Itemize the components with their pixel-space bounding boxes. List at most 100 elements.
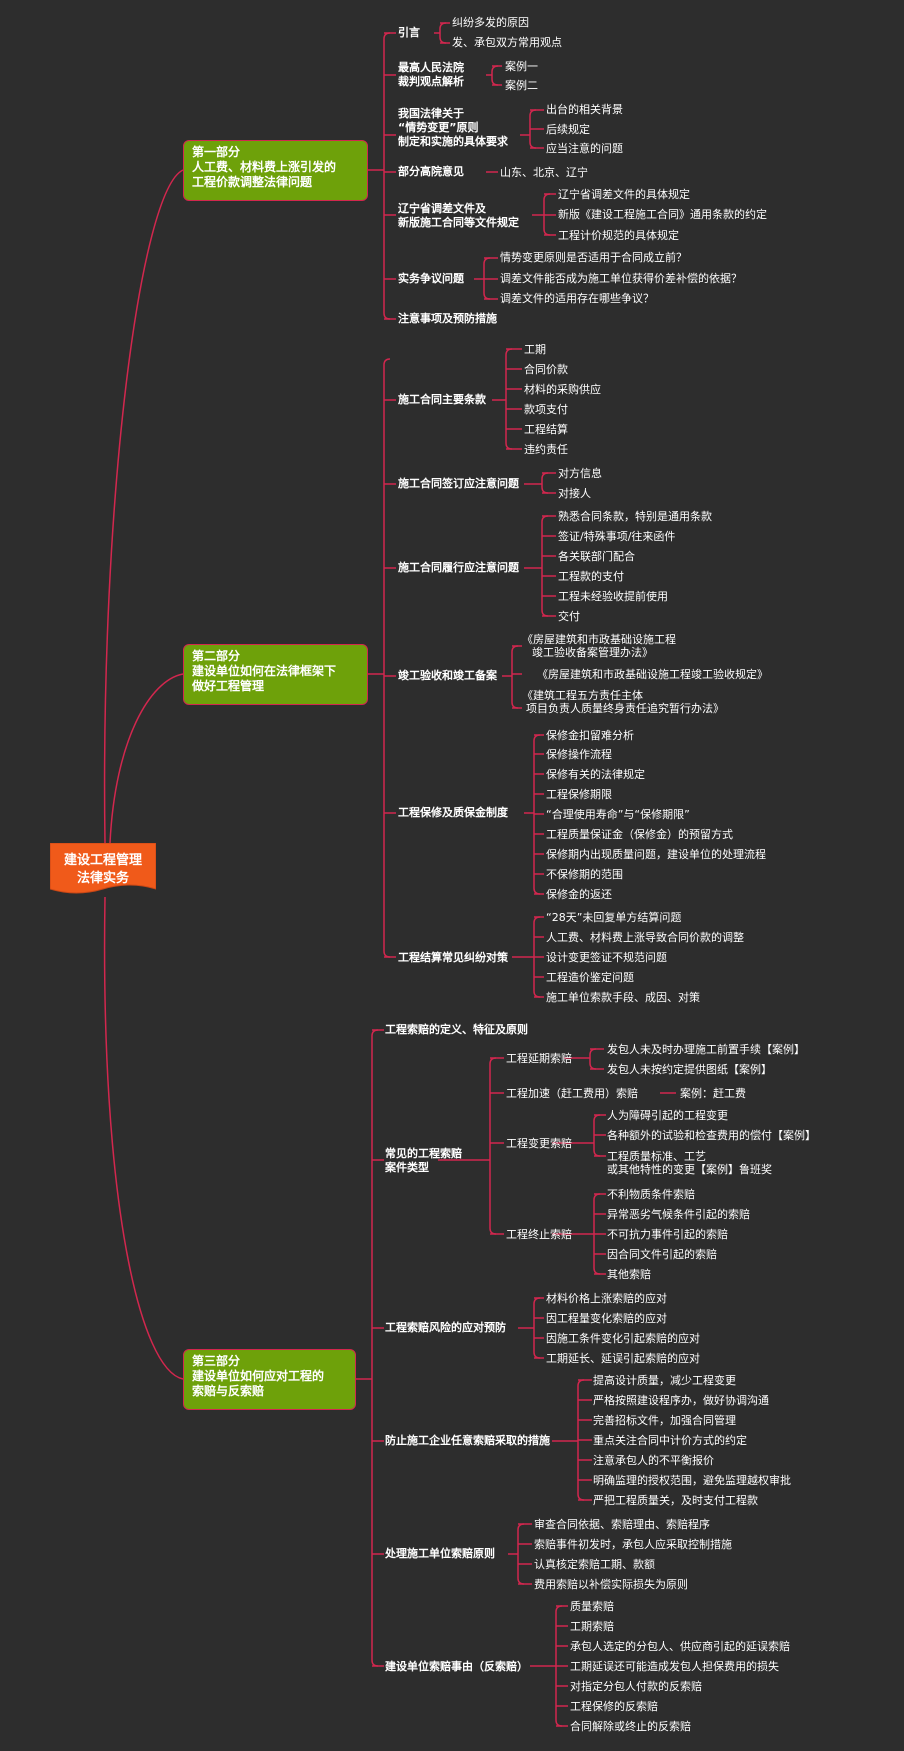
p3-t6-item[interactable]: 承包人选定的分包人、供应商引起的延误索赔 — [570, 1640, 790, 1653]
p3-sub-delay[interactable]: 工程延期索赔 — [506, 1052, 572, 1065]
p3-t4-item[interactable]: 明确监理的授权范围，避免监理越权审批 — [593, 1474, 791, 1487]
p3-t6-item[interactable]: 对指定分包人付款的反索赔 — [570, 1680, 702, 1693]
p2-t1-item[interactable]: 违约责任 — [524, 443, 568, 456]
p3-topic-prevent-arbitrary[interactable]: 防止施工企业任意索赔采取的措施 — [385, 1434, 550, 1447]
p3-t6-item[interactable]: 工程保修的反索赔 — [570, 1700, 658, 1713]
p3-sub-termination-item[interactable]: 不可抗力事件引起的索赔 — [607, 1228, 728, 1241]
p3-t3-item[interactable]: 工期延长、延误引起索赔的应对 — [546, 1352, 700, 1365]
p2-topic-completion[interactable]: 竣工验收和竣工备案 — [398, 669, 497, 682]
p2-t5-item[interactable]: 不保修期的范围 — [546, 868, 623, 881]
p1-t6-item[interactable]: 调差文件能否成为施工单位获得价差补偿的依据？ — [500, 272, 742, 285]
p3-sub-change-item[interactable]: 工程质量标准、工艺 或其他特性的变更【案例】鲁班奖 — [607, 1150, 772, 1176]
p2-t6-item[interactable]: 人工费、材料费上涨导致合同价款的调整 — [546, 931, 744, 944]
p3-sub-delay-item[interactable]: 发包人未按约定提供图纸【案例】 — [607, 1063, 772, 1076]
p1-topic-supreme-court[interactable]: 最高人民法院 裁判观点解析 — [398, 61, 464, 89]
p2-t1-item[interactable]: 款项支付 — [524, 403, 568, 416]
p2-t6-item[interactable]: 施工单位索款手段、成因、对策 — [546, 991, 700, 1004]
p3-sub-acceleration[interactable]: 工程加速（赶工费用）索赔 — [506, 1087, 638, 1100]
p2-t1-item[interactable]: 工程结算 — [524, 423, 568, 436]
p2-t3-item[interactable]: 各关联部门配合 — [558, 550, 635, 563]
p3-t4-item[interactable]: 严把工程质量关，及时支付工程款 — [593, 1494, 758, 1507]
p3-sub-change-item[interactable]: 各种额外的试验和检查费用的偿付【案例】 — [607, 1129, 816, 1142]
p3-sub-change-item[interactable]: 人为障碍引起的工程变更 — [607, 1109, 728, 1122]
p2-t5-item[interactable]: 保修金扣留难分析 — [546, 729, 634, 742]
p2-t5-item[interactable]: 保修金的返还 — [546, 888, 612, 901]
p1-topic-precautions[interactable]: 注意事项及预防措施 — [398, 312, 497, 325]
p2-t4-item[interactable]: 《房屋建筑和市政基础设施工程竣工验收规定》 — [537, 668, 768, 681]
p3-t4-item[interactable]: 重点关注合同中计价方式的约定 — [593, 1434, 747, 1447]
p3-t3-item[interactable]: 因工程量变化索赔的应对 — [546, 1312, 667, 1325]
p3-sub-termination-item[interactable]: 其他索赔 — [607, 1268, 651, 1281]
p1-t6-item[interactable]: 调差文件的适用存在哪些争议？ — [500, 292, 654, 305]
p3-sub-acceleration-item[interactable]: 案例：赶工费 — [680, 1087, 746, 1100]
p3-t4-item[interactable]: 完善招标文件，加强合同管理 — [593, 1414, 736, 1427]
p1-t1-item[interactable]: 纠纷多发的原因 — [452, 16, 529, 29]
p3-sub-termination-item[interactable]: 异常恶劣气候条件引起的索赔 — [607, 1208, 750, 1221]
p1-t3-item[interactable]: 出台的相关背景 — [546, 103, 623, 116]
p2-topic-settlement[interactable]: 工程结算常见纠纷对策 — [398, 951, 508, 964]
p3-t5-item[interactable]: 索赔事件初发时，承包人应采取控制措施 — [534, 1538, 732, 1551]
p1-t6-item[interactable]: 情势变更原则是否适用于合同成立前？ — [500, 251, 687, 264]
p2-t3-item[interactable]: 交付 — [558, 610, 580, 623]
part-3-node[interactable]: 第三部分 建设单位如何应对工程的 索赔与反索赔 — [183, 1349, 356, 1410]
p2-t1-item[interactable]: 工期 — [524, 343, 546, 356]
root-node[interactable]: 建设工程管理 法律实务 — [50, 843, 156, 897]
p2-topic-warranty[interactable]: 工程保修及质保金制度 — [398, 806, 508, 819]
p3-topic-claim-types[interactable]: 常见的工程索赔 案件类型 — [385, 1147, 462, 1175]
p2-t5-item[interactable]: 工程质量保证金（保修金）的预留方式 — [546, 828, 733, 841]
part-1-node[interactable]: 第一部分 人工费、材料费上涨引发的 工程价款调整法律问题 — [183, 140, 368, 201]
p1-topic-intro[interactable]: 引言 — [398, 26, 420, 39]
p1-t4-item[interactable]: 山东、北京、辽宁 — [500, 166, 588, 179]
p3-t5-item[interactable]: 审查合同依据、索赔理由、索赔程序 — [534, 1518, 710, 1531]
p3-sub-termination-item[interactable]: 因合同文件引起的索赔 — [607, 1248, 717, 1261]
p2-topic-signing[interactable]: 施工合同签订应注意问题 — [398, 477, 519, 490]
p1-t5-item[interactable]: 工程计价规范的具体规定 — [558, 229, 679, 242]
p1-topic-high-courts[interactable]: 部分高院意见 — [398, 165, 464, 178]
p2-t4-item[interactable]: 《建筑工程五方责任主体 项目负责人质量终身责任追究暂行办法》 — [522, 689, 724, 715]
p2-t2-item[interactable]: 对接人 — [558, 487, 591, 500]
p2-t3-item[interactable]: 签证/特殊事项/往来函件 — [558, 530, 676, 543]
p1-topic-liaoning-docs[interactable]: 辽宁省调差文件及 新版施工合同等文件规定 — [398, 202, 519, 230]
p3-t6-item[interactable]: 工期延误还可能造成发包人担保费用的损失 — [570, 1660, 779, 1673]
p3-t6-item[interactable]: 工期索赔 — [570, 1620, 614, 1633]
p2-t4-item[interactable]: 《房屋建筑和市政基础设施工程 竣工验收备案管理办法》 — [522, 633, 676, 659]
p3-sub-termination-item[interactable]: 不利物质条件索赔 — [607, 1188, 695, 1201]
p1-t3-item[interactable]: 应当注意的问题 — [546, 142, 623, 155]
p2-t5-item[interactable]: 工程保修期限 — [546, 788, 612, 801]
p1-t2-item[interactable]: 案例一 — [505, 60, 538, 73]
p2-t5-item[interactable]: 保修操作流程 — [546, 748, 612, 761]
p2-t3-item[interactable]: 工程款的支付 — [558, 570, 624, 583]
p2-topic-main-terms[interactable]: 施工合同主要条款 — [398, 393, 486, 406]
p3-t3-item[interactable]: 材料价格上涨索赔的应对 — [546, 1292, 667, 1305]
p2-t6-item[interactable]: 工程造价鉴定问题 — [546, 971, 634, 984]
p2-t3-item[interactable]: 熟悉合同条款，特别是通用条款 — [558, 510, 712, 523]
p3-topic-risk-prevention[interactable]: 工程索赔风险的应对预防 — [385, 1321, 506, 1334]
p2-t1-item[interactable]: 合同价款 — [524, 363, 568, 376]
p3-t3-item[interactable]: 因施工条件变化引起索赔的应对 — [546, 1332, 700, 1345]
p3-t6-item[interactable]: 质量索赔 — [570, 1600, 614, 1613]
p2-t1-item[interactable]: 材料的采购供应 — [524, 383, 601, 396]
p3-topic-definition[interactable]: 工程索赔的定义、特征及原则 — [385, 1023, 528, 1036]
p2-t6-item[interactable]: “28天”未回复单方结算问题 — [546, 911, 682, 924]
p2-t5-item[interactable]: “合理使用寿命”与“保修期限” — [546, 808, 690, 821]
p3-t5-item[interactable]: 认真核定索赔工期、款额 — [534, 1558, 655, 1571]
p2-t5-item[interactable]: 保修期内出现质量问题，建设单位的处理流程 — [546, 848, 766, 861]
p3-sub-delay-item[interactable]: 发包人未及时办理施工前置手续【案例】 — [607, 1043, 805, 1056]
p3-t5-item[interactable]: 费用索赔以补偿实际损失为原则 — [534, 1578, 688, 1591]
p3-topic-handling-principles[interactable]: 处理施工单位索赔原则 — [385, 1547, 495, 1560]
p1-topic-changed-circumstances[interactable]: 我国法律关于 “情势变更”原则 制定和实施的具体要求 — [398, 107, 508, 149]
p3-sub-termination[interactable]: 工程终止索赔 — [506, 1228, 572, 1241]
p1-topic-disputes[interactable]: 实务争议问题 — [398, 272, 464, 285]
p2-topic-performance[interactable]: 施工合同履行应注意问题 — [398, 561, 519, 574]
p2-t2-item[interactable]: 对方信息 — [558, 467, 602, 480]
part-2-node[interactable]: 第二部分 建设单位如何在法律框架下 做好工程管理 — [183, 644, 368, 705]
p1-t5-item[interactable]: 辽宁省调差文件的具体规定 — [558, 188, 690, 201]
p2-t3-item[interactable]: 工程未经验收提前使用 — [558, 590, 668, 603]
p3-t6-item[interactable]: 合同解除或终止的反索赔 — [570, 1720, 691, 1733]
p2-t5-item[interactable]: 保修有关的法律规定 — [546, 768, 645, 781]
p3-topic-counter-claims[interactable]: 建设单位索赔事由（反索赔） — [385, 1660, 528, 1673]
p1-t5-item[interactable]: 新版《建设工程施工合同》通用条款的约定 — [558, 208, 767, 221]
p1-t3-item[interactable]: 后续规定 — [546, 123, 590, 136]
p3-t4-item[interactable]: 提高设计质量，减少工程变更 — [593, 1374, 736, 1387]
p1-t1-item[interactable]: 发、承包双方常用观点 — [452, 36, 562, 49]
